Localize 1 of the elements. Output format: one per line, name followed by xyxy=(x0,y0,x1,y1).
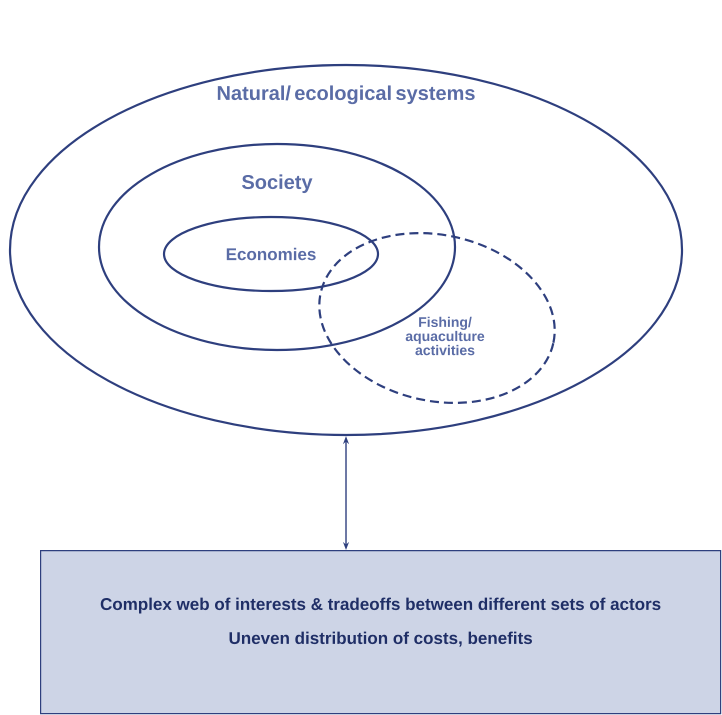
text-box: Complex web of interests & tradeoffs between different sets of actors Uneven distribution of costs, benefits xyxy=(40,550,722,714)
